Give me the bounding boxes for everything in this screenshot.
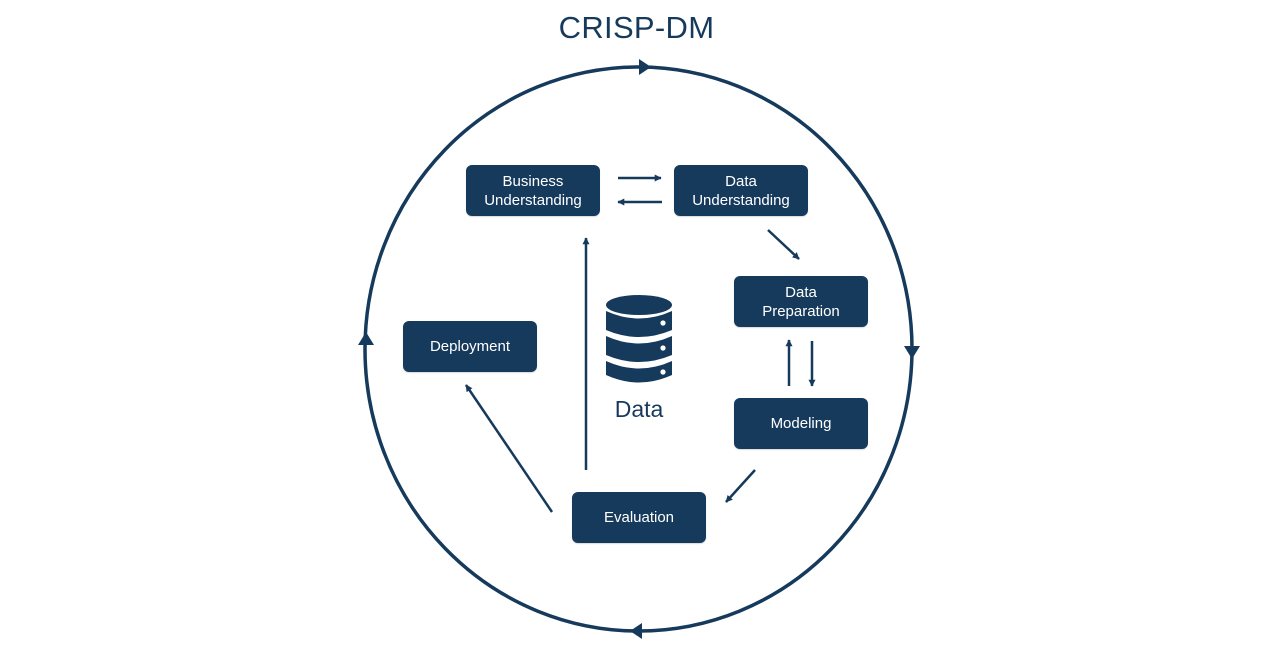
outer-arrowhead-bottom (630, 623, 642, 639)
phase-data-preparation: Data Preparation (734, 276, 868, 327)
diagram-title: CRISP-DM (558, 10, 715, 45)
phase-evaluation: Evaluation (572, 492, 706, 543)
outer-arrowhead-right (904, 346, 920, 359)
phase-data-understanding: Data Understanding (674, 165, 808, 216)
database-icon (606, 295, 672, 383)
center-data-label: Data (614, 396, 664, 422)
arrow-modeling-to-evaluation (725, 469, 756, 503)
arrow-evaluation-to-deployment (464, 384, 554, 513)
arrow-data-understanding-to-preparation (767, 229, 800, 260)
outer-arrowhead-left (358, 332, 374, 345)
phase-deployment: Deployment (403, 321, 537, 372)
phase-business-understanding: Business Understanding (466, 165, 600, 216)
outer-arrowhead-top (639, 59, 651, 75)
phase-modeling: Modeling (734, 398, 868, 449)
